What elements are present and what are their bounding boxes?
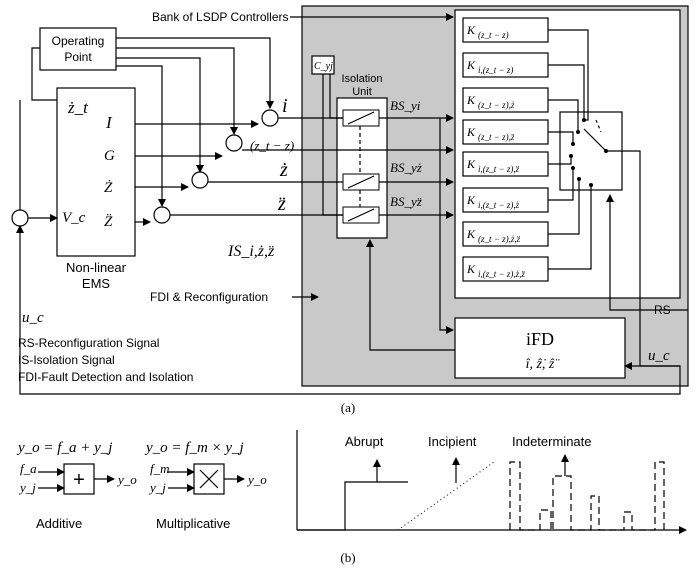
additive-label: Additive xyxy=(36,516,82,531)
controller-box-8 xyxy=(462,256,549,282)
signal-is: IS_i,ż,z̈ xyxy=(227,243,275,260)
rs-label: RS xyxy=(654,303,671,317)
bank-label: Bank of LSDP Controllers xyxy=(152,10,289,24)
eq-multiplicative: y_o = f_m × y_j xyxy=(144,440,244,456)
controller-box-4 xyxy=(462,119,549,145)
caption-b: (b) xyxy=(340,550,355,565)
ifd-outputs: î, ẑ̇, ẑ̈ xyxy=(526,357,561,372)
controller-label-7: K xyxy=(466,227,476,241)
controller-boxes xyxy=(462,17,549,282)
operating-point-label-1: Operating xyxy=(52,34,105,48)
label-yo-a: y_o xyxy=(116,472,137,487)
incipient-signal xyxy=(397,461,495,531)
controller-label-4: K xyxy=(466,125,476,139)
abrupt-signal xyxy=(297,481,408,531)
summing-junctions xyxy=(11,109,279,227)
incipient-label: Incipient xyxy=(428,434,477,449)
controller-box-6 xyxy=(462,187,549,213)
zt-feed-line xyxy=(31,47,57,101)
controller-label-5: K xyxy=(466,157,476,171)
label-yj-a: y_j xyxy=(18,480,36,495)
controller-sub-4: (z_t − z),z̈ xyxy=(478,132,515,142)
caption-a: (a) xyxy=(341,400,355,415)
rs-line xyxy=(606,194,688,311)
controller-sub-5: i,(z_t − z),z̈ xyxy=(478,164,520,174)
controller-sub-1: (z_t − z) xyxy=(478,30,509,40)
signal-cyj: C_yj xyxy=(314,61,333,72)
controller-labels: K (z_t − z) K i,(z_t − z) K (z_t − z),ż … xyxy=(466,23,525,279)
signal-bs-yzd: BS_yż xyxy=(390,160,422,175)
label-yo-m: y_o xyxy=(246,472,267,487)
controller-box-2 xyxy=(462,52,549,78)
ifd-box xyxy=(454,317,626,379)
label-fa: f_a xyxy=(20,461,37,476)
legend-rs: RS-Reconfiguration Signal xyxy=(18,336,159,350)
controller-output-lines xyxy=(548,29,592,270)
legend-fdi: FDI-Fault Detection and Isolation xyxy=(18,370,193,384)
fdi-reconfig-label: FDI & Reconfiguration xyxy=(150,290,268,304)
nonlinear-label-1: Non-linear xyxy=(66,260,127,275)
controller-label-3: K xyxy=(466,93,476,107)
signal-uc-left: u_c xyxy=(22,310,44,326)
operating-point-label-2: Point xyxy=(64,50,92,64)
eq-additive: y_o = f_a + y_j xyxy=(16,440,112,456)
controller-sub-6: i,(z_t − z),ż xyxy=(478,200,520,210)
ems-out-I: I xyxy=(105,113,113,132)
ems-box xyxy=(56,87,136,257)
isolation-label-1: Isolation xyxy=(342,73,383,85)
signal-bs-yi: BS_yi xyxy=(390,98,421,113)
is-feedback-line xyxy=(366,239,455,351)
controller-label-1: K xyxy=(466,23,476,37)
signal-uc-right: u_c xyxy=(648,348,670,364)
label-fm: f_m xyxy=(150,461,170,476)
indeterminate-label: Indeterminate xyxy=(512,434,592,449)
controller-sub-8: i,(z_t − z),ż,z̈ xyxy=(478,269,525,279)
ems-out-G: G xyxy=(104,148,115,164)
signal-zdot: ż xyxy=(279,159,288,181)
times-sign-2 xyxy=(199,469,219,489)
operating-point-box xyxy=(39,27,117,71)
ems-in-Vc: V_c xyxy=(62,210,86,226)
cyj-lines-2 xyxy=(329,74,343,119)
ems-out-Zdd: Z̈ xyxy=(104,213,113,230)
signal-zt-minus-z: (z_t − z) xyxy=(250,138,294,153)
isolation-label-2: Unit xyxy=(352,86,372,98)
ems-out-Zd: Ż xyxy=(104,180,113,196)
multiplicative-label: Multiplicative xyxy=(156,516,230,531)
cyj-lines xyxy=(322,74,343,216)
isolation-output-lines xyxy=(379,114,454,334)
ifd-title: iFD xyxy=(526,329,554,349)
signal-bs-yzdd: BS_yz̈ xyxy=(390,194,422,209)
controller-box-3 xyxy=(462,87,549,113)
abrupt-label: Abrupt xyxy=(345,434,384,449)
indeterminate-signal xyxy=(509,461,665,531)
signal-zddot: z̈ xyxy=(277,193,286,215)
controller-sub-3: (z_t − z),ż xyxy=(478,100,515,110)
selector-output-line xyxy=(606,150,641,366)
controller-label-2: K xyxy=(466,58,476,72)
controller-label-8: K xyxy=(466,262,476,276)
signal-i: i xyxy=(282,95,288,117)
legend-is: IS-Isolation Signal xyxy=(18,353,115,367)
controller-box-7 xyxy=(462,221,549,247)
operating-point-lines xyxy=(116,37,274,207)
ems-input-zt: ż_t xyxy=(67,98,89,117)
ems-signal-lines xyxy=(135,120,259,226)
controller-box-5 xyxy=(462,151,549,177)
controller-sub-7: (z_t − z),ż,z̈ xyxy=(478,234,521,244)
label-yj-m: y_j xyxy=(148,480,166,495)
controller-sub-2: i,(z_t − z) xyxy=(478,65,513,75)
plus-sign: + xyxy=(73,469,85,491)
nonlinear-label-2: EMS xyxy=(82,276,111,291)
controller-label-6: K xyxy=(466,193,476,207)
